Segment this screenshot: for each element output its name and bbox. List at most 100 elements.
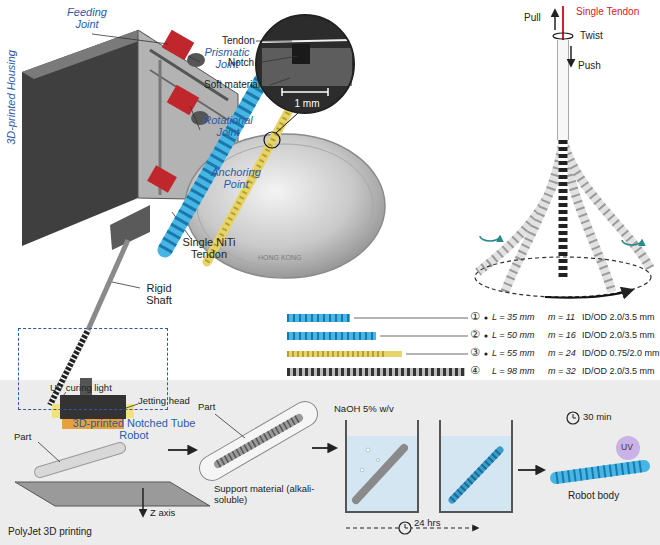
beaker [440,436,512,512]
magnified-view [282,91,328,93]
polyjet-printer [15,378,210,516]
callout-number: ③ [470,346,480,358]
table-cell: L = 35 mm [492,312,535,322]
part-label: Single NiTi Tendon [178,236,240,261]
polyjet-printer [38,442,60,462]
leader-line [188,56,200,62]
fanned-robot [562,6,564,40]
beaker [399,522,411,534]
magnified-view [281,88,283,96]
robot-body [573,418,576,419]
tube-variant [484,334,487,337]
tube-variant [287,316,488,372]
beaker [452,450,500,500]
polyjet-printer [142,488,144,516]
robot-housing [22,30,150,79]
support-encased-part [218,418,299,464]
duration-label: 30 min [583,412,612,423]
beaker [360,468,364,472]
duration-label: 24 hrs [414,518,440,529]
beaker [405,524,406,528]
robot-body [573,414,574,418]
fanned-robot [570,46,572,66]
part-label: Rigid Shaft [134,282,184,307]
step-label: Z axis [150,508,175,519]
table-cell: ID/OD 2.0/3.5 mm [582,312,655,322]
robot-housing [110,205,150,250]
notched-tube [165,74,265,250]
step-label: Robot body [568,490,619,501]
leader-line [270,78,290,85]
beaker [377,459,380,462]
support-encased-part [312,447,336,449]
joint-label: Rotational Joint [196,114,260,139]
polyjet-printer [60,392,66,400]
fanned-robot [558,40,568,140]
magnified-view [327,88,329,96]
table-cell: ID/OD 2.0/3.5 mm [582,330,655,340]
part-label: Tendon [222,35,255,46]
callout-number: ① [470,310,480,322]
table-cell: L = 55 mm [492,348,535,358]
callout-number: ② [470,328,480,340]
fanned-robot [553,33,573,39]
leader-line [112,282,140,288]
tube-variant [287,314,350,322]
fanned-robot [557,40,569,140]
leader-line [190,106,200,130]
tube-variant [354,318,468,319]
tube-variant [484,352,487,355]
robot-body [616,436,640,460]
robot-body [556,466,644,478]
leader-line [256,41,298,85]
table-cell: L = 98 mm [492,366,535,376]
fanned-robot [475,257,651,297]
step-label: UV curing light [50,383,112,394]
polyjet-printer [52,404,60,418]
tube-variant [287,368,465,376]
part-label: Anchoring Point [200,166,272,191]
polyjet-printer [60,395,126,419]
arrow-label: Pull [524,12,541,23]
support-encased-part [212,414,305,468]
tube-variant [287,314,350,322]
arrow-label: Push [578,60,601,71]
callout-number: ④ [470,364,480,376]
step-label: NaOH 5% w/v [334,404,394,415]
step-label: Part [198,402,215,413]
beaker [440,420,512,512]
fanned-robot [559,140,568,280]
table-cell: m = 16 [548,330,576,340]
robot-body [556,412,644,478]
fanned-robot [505,140,563,292]
table-cell: m = 24 [548,348,576,358]
part-label: Notch [228,57,254,68]
leader-line [92,34,168,44]
polyjet-printer [126,404,138,408]
process-band [0,380,660,545]
magnified-view [292,44,310,64]
support-encased-part [212,414,305,468]
fanned-robot [563,140,650,268]
tube-variant [287,351,402,357]
scale-label: 1 mm [257,98,357,109]
beaker [366,448,370,452]
fanned-robot [559,140,568,280]
step-title: PolyJet 3D printing [8,526,92,537]
beaker [346,436,418,512]
joint-label: Feeding Joint [58,6,116,31]
robot-housing [22,30,138,246]
notched-tube [276,113,298,133]
support-encased-part [218,418,299,464]
part-label: Soft material [204,79,260,90]
beaker [346,420,418,512]
robot-body [567,412,579,424]
fanned-robot [554,10,556,30]
beaker [518,469,544,471]
polyjet-printer [168,449,196,451]
beaker [346,420,544,534]
region-caption: 3D-printed Notched Tube Robot [59,417,209,442]
fanned-robot [545,290,632,298]
polyjet-printer [40,448,120,472]
